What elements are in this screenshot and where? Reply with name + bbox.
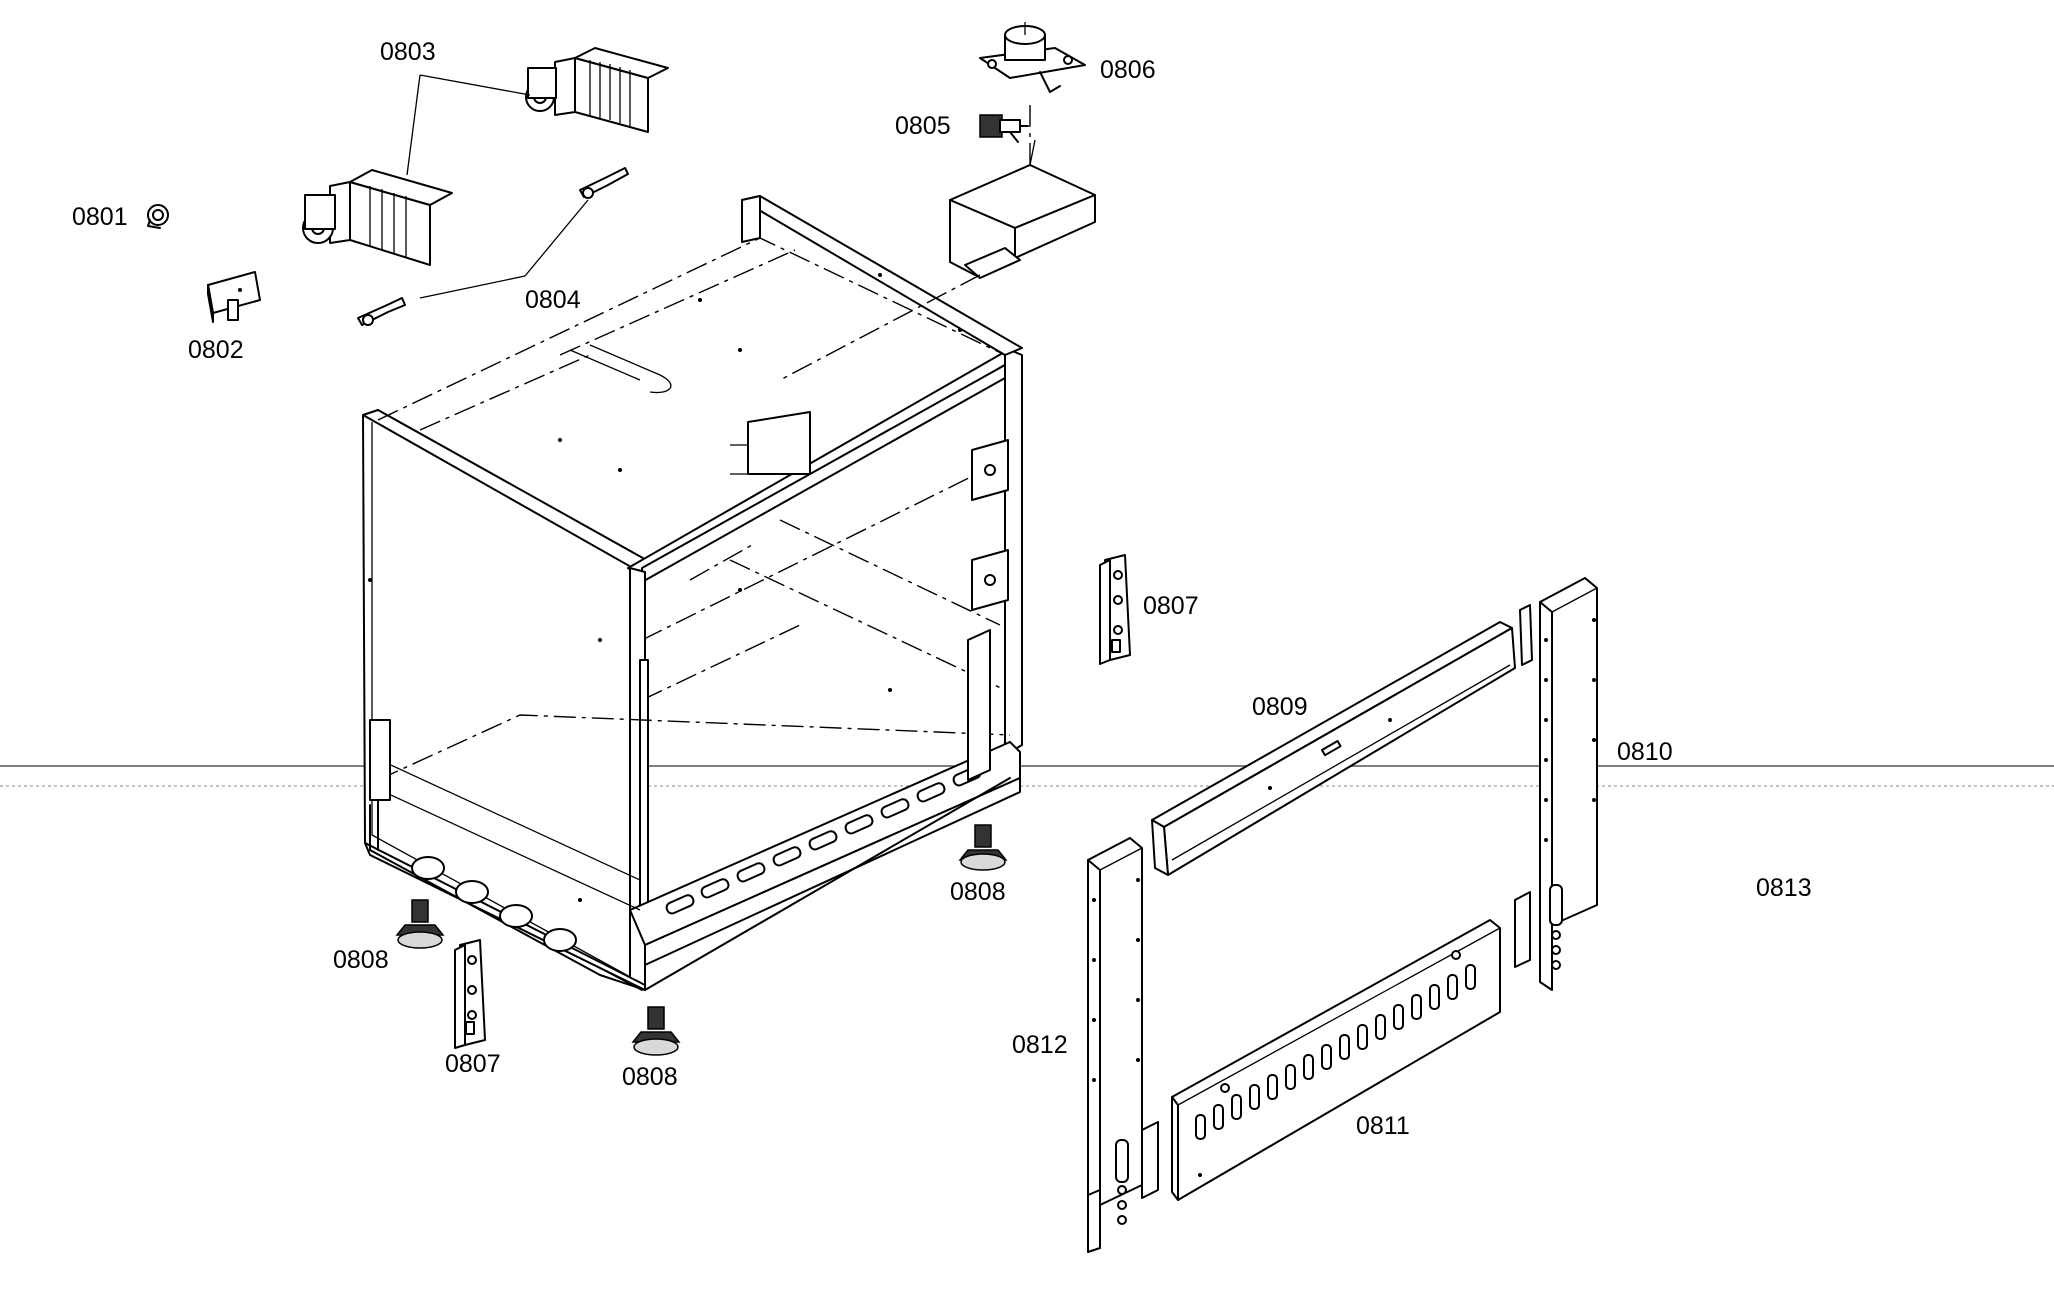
leader-0804 [419, 199, 589, 299]
label-0808-middle: 0808 [622, 1063, 678, 1091]
part-0805-switch [979, 114, 1029, 143]
part-0808-foot-left [395, 899, 445, 949]
part-0804-clip-upper [579, 167, 629, 199]
part-0807-hinge-right [1099, 554, 1131, 665]
part-0807-hinge-left [454, 939, 486, 1049]
part-0804-clip-lower [357, 297, 406, 326]
part-0808-foot-right [958, 824, 1008, 871]
part-0801-knob [147, 204, 169, 229]
label-0808-right: 0808 [950, 878, 1006, 906]
scan-line [0, 765, 2054, 787]
label-0806: 0806 [1100, 56, 1156, 84]
part-0803-fan-upper [525, 47, 669, 133]
label-0803: 0803 [380, 38, 436, 66]
bottom-rail-slots [665, 766, 982, 915]
part-0806-motor [979, 22, 1086, 93]
label-0809: 0809 [1252, 693, 1308, 721]
label-0813: 0813 [1756, 874, 1812, 902]
label-0811: 0811 [1356, 1112, 1410, 1140]
frame-rivets [368, 273, 962, 902]
part-0809-top-panel [1151, 604, 1533, 876]
part-0811-bottom-panel [1171, 919, 1501, 1201]
part-0803-fan-lower [302, 169, 453, 266]
bottom-panel-vents [1195, 964, 1476, 1140]
label-0810: 0810 [1617, 738, 1673, 766]
label-0812: 0812 [1012, 1031, 1068, 1059]
part-0810-right-panel [1514, 577, 1598, 991]
part-0808-foot-middle [631, 1006, 681, 1056]
callout-labels: 0803 0801 0802 0804 0805 0806 0807 0807 … [72, 38, 1812, 1140]
part-0802-bracket [207, 271, 261, 323]
base-holes [411, 856, 577, 952]
label-0801: 0801 [72, 203, 128, 231]
label-0808-left: 0808 [333, 946, 389, 974]
label-0802: 0802 [188, 336, 244, 364]
leader-0803 [406, 74, 531, 176]
oven-cabinet-frame [362, 195, 1023, 991]
label-0804: 0804 [525, 286, 581, 314]
part-0813-rod [1626, 809, 2013, 1267]
label-0807-left: 0807 [445, 1050, 501, 1078]
label-0807-right: 0807 [1143, 592, 1199, 620]
part-0812-left-panel [1087, 837, 1159, 1253]
label-0805: 0805 [895, 112, 951, 140]
motor-mounting-box [779, 105, 1096, 381]
